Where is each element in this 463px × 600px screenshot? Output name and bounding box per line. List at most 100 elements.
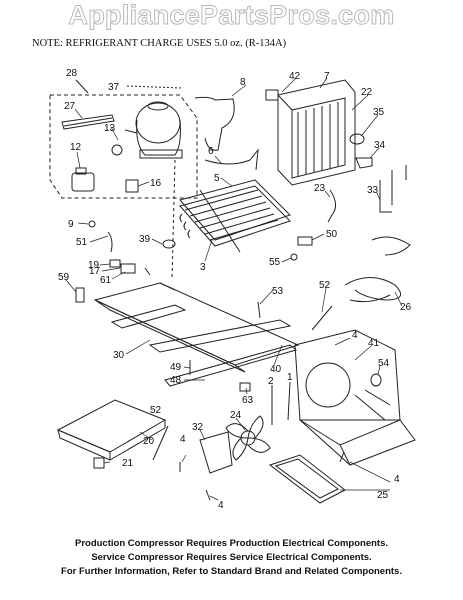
- part-19: [109, 259, 121, 268]
- part-39: [162, 239, 176, 249]
- callout-24: 24: [230, 410, 242, 421]
- screw-52a: [311, 305, 333, 331]
- part-9: [88, 220, 96, 228]
- callout-5: 5: [214, 173, 220, 184]
- part-51: [107, 231, 113, 253]
- base-frame: [93, 282, 300, 373]
- callout-59: 59: [58, 272, 70, 283]
- refrigerant-note: NOTE: REFRIGERANT CHARGE USES 5.0 oz. (R…: [32, 38, 287, 49]
- callout-48: 48: [170, 375, 182, 386]
- wire-23: [327, 189, 336, 223]
- callout-33: 33: [367, 185, 379, 196]
- callout-22: 22: [361, 87, 373, 98]
- compressor-assembly-box: [49, 94, 198, 199]
- part-50: [297, 236, 313, 246]
- callout-13: 13: [104, 123, 116, 134]
- callout-4-upper: 4: [352, 330, 358, 341]
- callout-1: 1: [287, 372, 293, 383]
- relay-part: [71, 172, 95, 192]
- drain-pan-cover: [56, 399, 167, 461]
- grommet-part: [111, 144, 123, 156]
- callout-25: 25: [377, 490, 389, 501]
- callout-19: 19: [88, 260, 100, 271]
- callout-27: 27: [64, 101, 76, 112]
- watermark: AppliancePartsPros.com: [68, 0, 395, 31]
- leader-28: [75, 79, 89, 94]
- leader-lines: [65, 77, 403, 501]
- callout-40: 40: [270, 364, 282, 375]
- evaporator-box: [277, 79, 356, 186]
- callout-52-lower: 52: [150, 405, 162, 416]
- part-59: [75, 287, 85, 303]
- callout-32: 32: [192, 422, 204, 433]
- fan-shroud: [294, 329, 416, 466]
- part-55: [290, 253, 298, 261]
- relay-clip: [75, 167, 87, 175]
- callout-23: 23: [314, 183, 326, 194]
- tube-6-part: [204, 148, 259, 171]
- callout-7: 7: [324, 71, 330, 82]
- footer-line-2: Service Compressor Requires Service Elec…: [91, 552, 372, 563]
- callout-54: 54: [378, 358, 390, 369]
- part-1: [287, 381, 291, 421]
- tube-part: [194, 96, 235, 151]
- part-63: [239, 382, 251, 392]
- fan-blade: [225, 415, 271, 461]
- callout-30: 30: [113, 350, 125, 361]
- bracket-42: [265, 89, 279, 101]
- callout-50: 50: [326, 229, 338, 240]
- condenser-coil: [179, 179, 291, 253]
- part-54: [370, 373, 382, 387]
- callout-39: 39: [139, 234, 151, 245]
- callout-37: 37: [108, 82, 120, 93]
- clip-35: [349, 133, 365, 145]
- callout-17: 17: [89, 266, 101, 277]
- callout-21: 21: [122, 458, 134, 469]
- callout-63: 63: [242, 395, 254, 406]
- screw-4d: [339, 451, 345, 463]
- callout-49: 49: [170, 362, 182, 373]
- callout-6: 6: [208, 146, 214, 157]
- screw-53: [257, 301, 261, 319]
- callout-12: 12: [70, 142, 82, 153]
- callout-42: 42: [289, 71, 301, 82]
- rail-48: [164, 344, 298, 387]
- part-61: [144, 267, 151, 276]
- callout-8: 8: [240, 77, 246, 88]
- leader-37: [126, 85, 183, 89]
- callout-9: 9: [68, 219, 74, 230]
- capacitor-part: [61, 114, 115, 130]
- callout-28: 28: [66, 68, 78, 79]
- bracket-32: [199, 431, 233, 474]
- callout-51: 51: [76, 237, 88, 248]
- callout-61: 61: [100, 275, 112, 286]
- footer-line-1: Production Compressor Requires Productio…: [74, 538, 389, 549]
- screw-4c: [205, 489, 211, 501]
- callout-4-bottom: 4: [218, 500, 224, 511]
- part-17: [120, 263, 136, 274]
- callout-2: 2: [268, 376, 274, 387]
- wire-harness: [344, 236, 411, 303]
- callout-41: 41: [368, 338, 380, 349]
- callout-55: 55: [269, 257, 281, 268]
- callout-53: 53: [272, 286, 284, 297]
- sensor-34: [355, 157, 373, 169]
- drain-pan: [268, 454, 346, 504]
- callout-16: 16: [150, 178, 162, 189]
- compressor-part: [124, 101, 183, 159]
- callout-35: 35: [373, 107, 385, 118]
- overload-part: [125, 179, 139, 193]
- mount-line: [171, 159, 176, 281]
- footer-line-3: For Further Information, Refer to Standa…: [61, 566, 402, 577]
- callout-52-upper: 52: [319, 280, 331, 291]
- part-21: [93, 457, 105, 469]
- callout-4-left: 4: [180, 434, 186, 445]
- callout-4-right: 4: [394, 474, 400, 485]
- screw-52b: [152, 425, 169, 461]
- callout-34: 34: [374, 140, 386, 151]
- callout-26: 26: [400, 302, 412, 313]
- callout-20: 20: [143, 436, 155, 447]
- tube-33: [379, 170, 393, 213]
